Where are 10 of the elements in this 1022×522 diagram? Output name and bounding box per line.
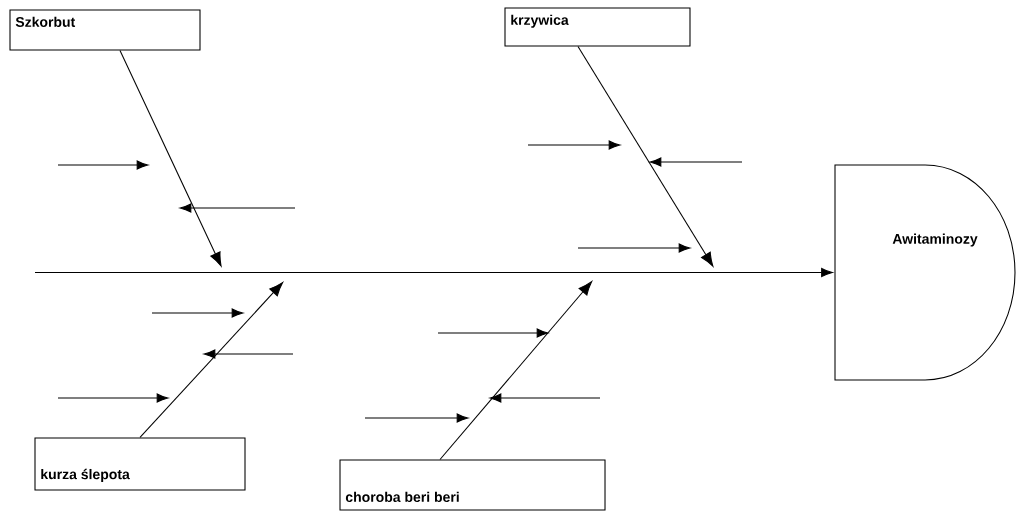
bone-arrow xyxy=(139,282,284,438)
cause-box: krzywica xyxy=(504,7,691,47)
effect-head: Awitaminozy xyxy=(834,164,1016,381)
cause-box: Szkorbut xyxy=(9,9,201,51)
cause-box: kurza ślepota xyxy=(34,437,246,491)
bone-arrow xyxy=(119,50,222,267)
spine-arrow xyxy=(34,267,833,278)
bone-arrow xyxy=(439,281,593,460)
cause-box: choroba beri beri xyxy=(339,459,606,511)
bone-arrow xyxy=(577,46,714,267)
